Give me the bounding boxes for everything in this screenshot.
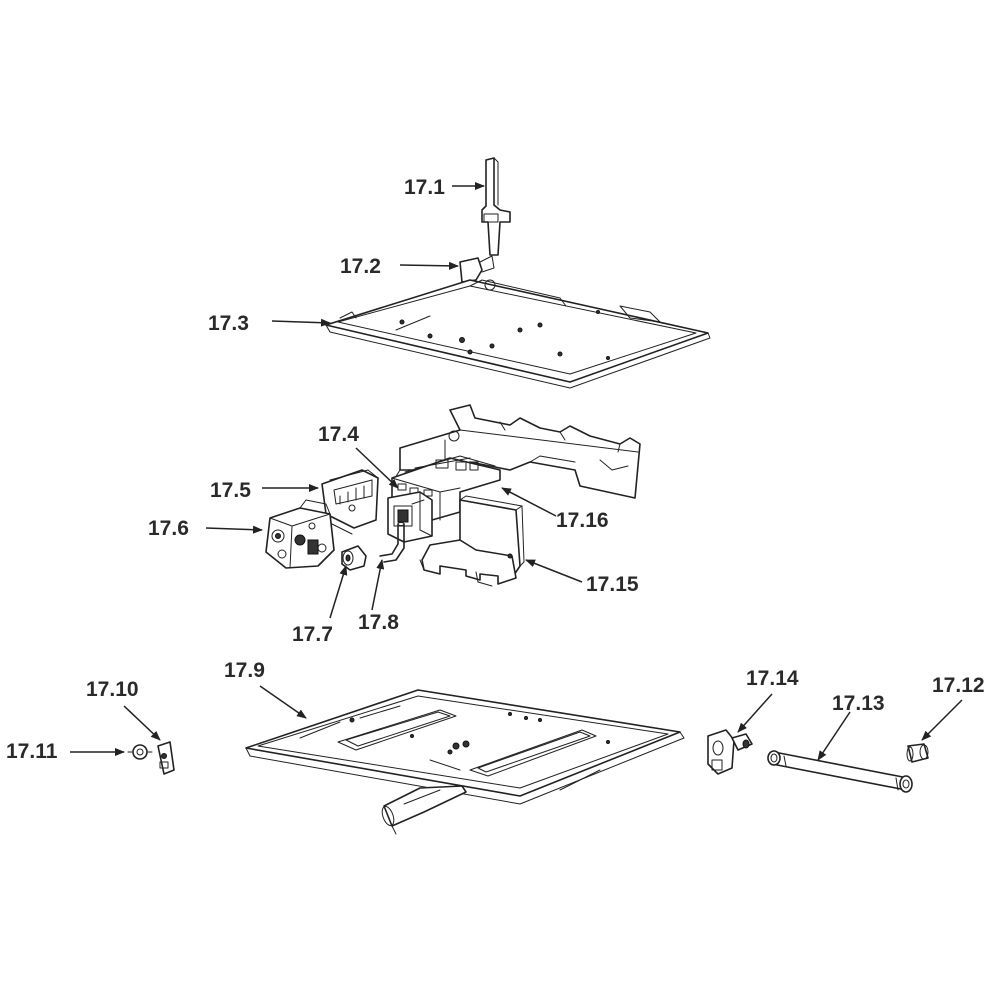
label-17-8: 17.8 bbox=[358, 611, 399, 634]
part-17-9-burner-tube bbox=[381, 785, 467, 835]
arrow-17-13 bbox=[817, 711, 851, 761]
arrow-17-12 bbox=[921, 699, 963, 741]
arrow-17-6 bbox=[205, 525, 263, 534]
part-17-5-cover-plate bbox=[321, 469, 379, 535]
arrow-17-8 bbox=[371, 559, 385, 611]
label-17-9: 17.9 bbox=[224, 659, 265, 682]
part-17-7-fitting bbox=[341, 545, 367, 571]
arrow-17-16 bbox=[501, 487, 557, 517]
part-17-11-nut bbox=[127, 744, 153, 760]
label-17-13: 17.13 bbox=[832, 692, 885, 715]
arrow-17-7 bbox=[329, 565, 348, 619]
part-17-8-gas-tube bbox=[379, 522, 405, 563]
label-17-1: 17.1 bbox=[404, 176, 445, 199]
arrow-17-2 bbox=[399, 261, 459, 270]
label-17-16: 17.16 bbox=[556, 509, 609, 532]
part-17-10-clip bbox=[157, 741, 175, 775]
part-17-3-upper-plate bbox=[325, 279, 711, 389]
label-17-3: 17.3 bbox=[208, 312, 249, 335]
label-17-7: 17.7 bbox=[292, 623, 333, 646]
label-17-4: 17.4 bbox=[318, 423, 359, 446]
label-17-2: 17.2 bbox=[340, 255, 381, 278]
part-17-13-connecting-tube bbox=[767, 750, 913, 793]
part-17-12-union-nut bbox=[906, 743, 929, 763]
label-17-14: 17.14 bbox=[746, 667, 799, 690]
label-17-5: 17.5 bbox=[210, 479, 251, 502]
part-17-4-magnet-unit bbox=[387, 491, 433, 543]
leader-arrows bbox=[70, 182, 963, 761]
label-17-6: 17.6 bbox=[148, 517, 189, 540]
label-17-15: 17.15 bbox=[586, 573, 639, 596]
part-17-6-regulator-valve bbox=[265, 499, 335, 569]
part-17-9-base-tray bbox=[245, 689, 685, 805]
arrow-17-9 bbox=[259, 685, 307, 719]
part-17-16-control-bracket bbox=[394, 404, 641, 499]
part-labels: 17.1 17.2 17.3 17.4 17.5 17.6 17.7 17.8 … bbox=[6, 176, 985, 763]
label-17-10: 17.10 bbox=[86, 678, 139, 701]
arrow-17-10 bbox=[123, 705, 161, 741]
arrow-17-3 bbox=[271, 318, 331, 327]
part-17-14-elbow-fitting bbox=[707, 729, 753, 775]
label-17-12: 17.12 bbox=[932, 674, 985, 697]
arrow-17-14 bbox=[737, 693, 773, 733]
part-17-1-pilot-bracket bbox=[481, 157, 511, 256]
arrow-17-15 bbox=[525, 559, 583, 583]
label-17-11: 17.11 bbox=[6, 740, 58, 763]
arrow-17-4 bbox=[355, 447, 399, 489]
part-17-15-support-stand bbox=[419, 495, 525, 587]
